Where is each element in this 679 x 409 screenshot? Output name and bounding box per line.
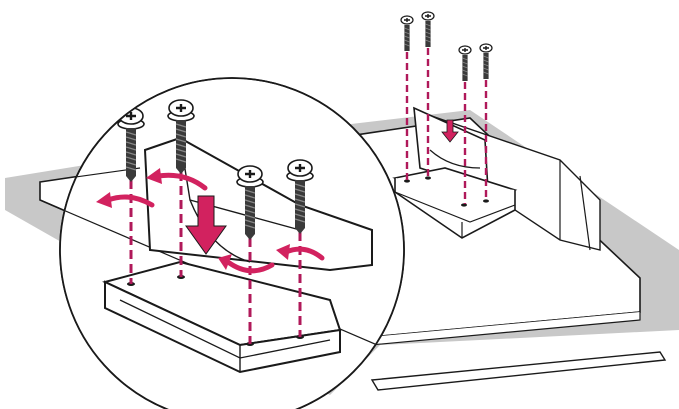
curved-arrows bbox=[105, 172, 325, 274]
screw-icon bbox=[400, 15, 414, 52]
screw-icon bbox=[421, 11, 435, 48]
curved-arrow-icon bbox=[225, 259, 275, 274]
overview-guide-lines bbox=[405, 48, 488, 204]
curved-arrow-icon bbox=[283, 246, 325, 261]
curved-arrow-icon bbox=[155, 172, 208, 191]
detail-callout bbox=[59, 77, 405, 409]
curved-arrow-icon bbox=[105, 194, 155, 208]
overview-screws bbox=[400, 11, 493, 82]
down-arrow-icon bbox=[185, 195, 227, 255]
overview-stand bbox=[392, 106, 518, 239]
screw-icon bbox=[458, 45, 472, 82]
screw-icon bbox=[479, 43, 493, 80]
down-arrow-icon bbox=[441, 119, 459, 143]
